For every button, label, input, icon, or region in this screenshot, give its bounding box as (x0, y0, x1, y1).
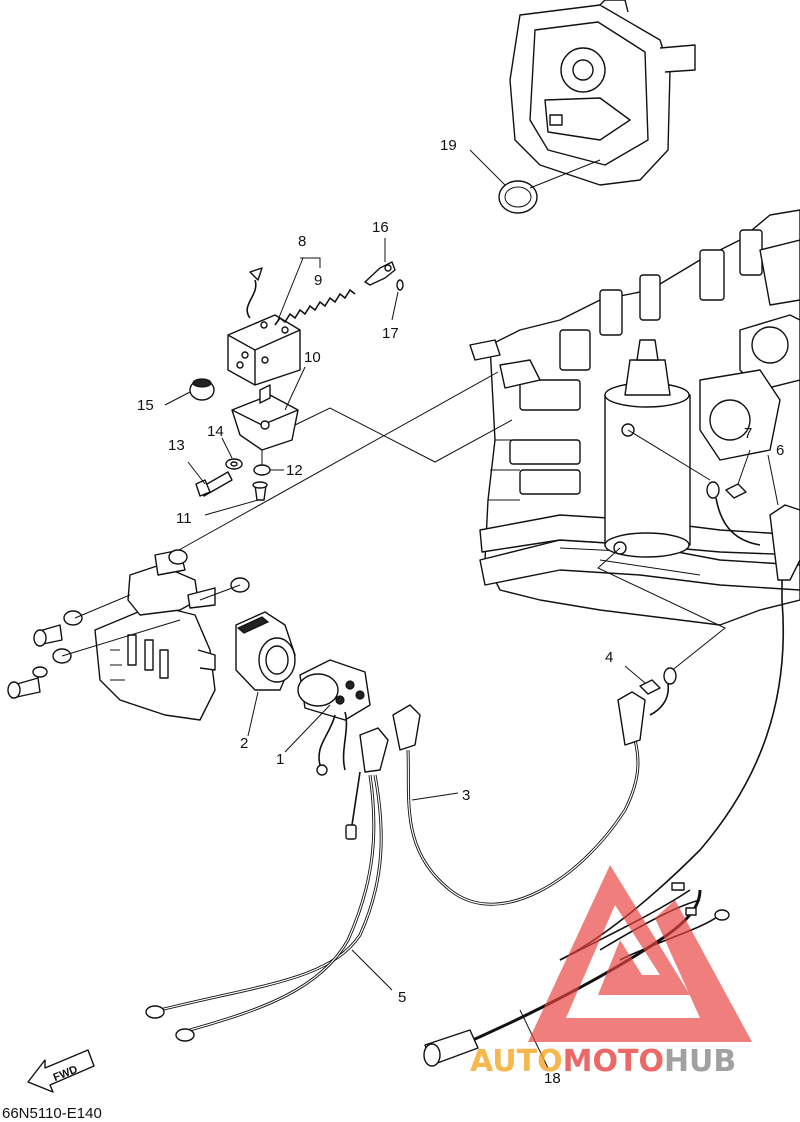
watermark-auto: AUTO (470, 1044, 563, 1079)
callout-1: 1 (276, 751, 284, 768)
callout-16: 16 (372, 219, 389, 236)
forward-direction-arrow: FWD (27, 1049, 95, 1093)
callout-9: 9 (314, 272, 322, 289)
callout-4: 4 (605, 649, 613, 666)
washer (225, 458, 243, 470)
nut-4 (639, 679, 661, 695)
callout-17: 17 (382, 325, 399, 342)
callout-10: 10 (304, 349, 321, 366)
starter-relay (297, 659, 371, 776)
callout-12: 12 (286, 462, 303, 479)
callout-15: 15 (137, 397, 154, 414)
rubber-plug (498, 180, 538, 214)
callout-13: 13 (168, 437, 185, 454)
mounting-bracket (231, 384, 299, 451)
battery-cable-pair (145, 727, 389, 1042)
callout-2: 2 (240, 735, 248, 752)
svg-text:AUTOMOTOHUB: AUTOMOTOHUB (470, 1044, 736, 1079)
bolt (195, 471, 233, 497)
bolt-left-upper (33, 624, 63, 647)
watermark-moto: MOTO (563, 1044, 664, 1079)
callout-3: 3 (462, 787, 470, 804)
screw (252, 481, 268, 501)
lug-terminal-upper (706, 481, 761, 546)
callout-5: 5 (398, 989, 406, 1006)
cable-connector (559, 504, 800, 961)
callout-8: 8 (298, 233, 306, 250)
watermark-logo: AUTOMOTOHUB (470, 865, 752, 1079)
engine-top-bracket (509, 0, 696, 186)
terminal-clip (364, 261, 396, 286)
washer-left-1 (63, 610, 83, 626)
grommet-left (168, 549, 188, 565)
watermark-triangle-icon (528, 865, 752, 1042)
bolt-left-lower (7, 677, 41, 699)
starter-motor (604, 339, 691, 558)
callout-11: 11 (176, 510, 192, 527)
watermark-hub: HUB (664, 1044, 736, 1079)
callout-14: 14 (207, 423, 224, 440)
rectifier (235, 611, 296, 691)
junction-box (227, 267, 301, 386)
battery-cable-positive (392, 704, 640, 906)
collar (253, 450, 271, 476)
callout-18: 18 (544, 1070, 561, 1087)
electrical-bracket (94, 549, 216, 721)
nut-7 (725, 483, 747, 499)
washer-left-2 (32, 666, 48, 678)
callout-6: 6 (776, 442, 784, 459)
callout-7: 7 (744, 425, 752, 442)
spring (274, 288, 356, 326)
diagram-code: 66N5110-E140 (2, 1105, 102, 1122)
grommet (189, 378, 215, 401)
lug-terminal-lower (617, 667, 677, 746)
callout-19: 19 (440, 137, 457, 154)
